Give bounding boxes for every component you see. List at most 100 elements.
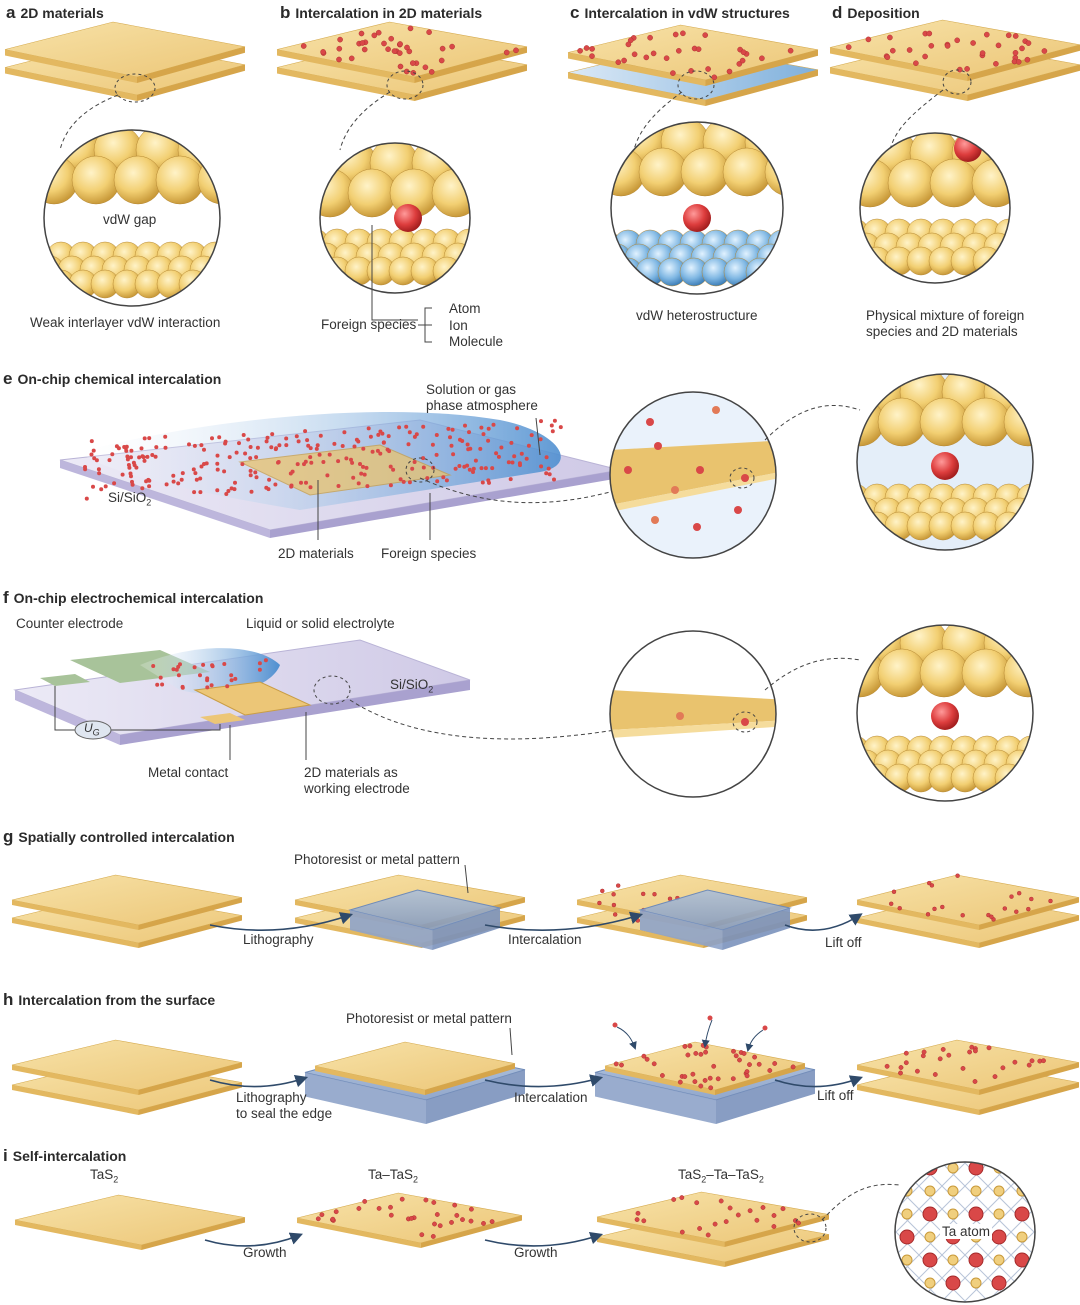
bottom-atom bbox=[267, 242, 295, 270]
b-intercalant-dot bbox=[336, 56, 342, 63]
g4-top-edge bbox=[857, 900, 980, 930]
top-atom bbox=[638, 147, 688, 197]
lithography-label-h-1: Lithography bbox=[236, 1090, 307, 1105]
c-intercalant-dot bbox=[672, 31, 679, 38]
e-foreign-dot bbox=[276, 460, 281, 464]
g4-bottom-edge bbox=[857, 918, 980, 948]
i2-dot bbox=[431, 1200, 437, 1205]
e-foreign-dot bbox=[91, 448, 96, 453]
e-foreign-dot bbox=[171, 479, 176, 484]
e-foreign-dot bbox=[308, 455, 313, 460]
d-sheet-top-edge bbox=[830, 47, 968, 81]
g3-bottom-edge bbox=[577, 918, 704, 948]
f-ion-dot bbox=[201, 662, 206, 667]
e-zoom-dot bbox=[712, 406, 720, 414]
h4-dot bbox=[967, 1049, 972, 1055]
h3-dot bbox=[708, 1085, 714, 1091]
e-foreign-dot bbox=[515, 426, 520, 431]
e-foreign-dot bbox=[518, 463, 522, 468]
f-ion-dot bbox=[174, 667, 179, 672]
e-foreign-dot bbox=[327, 452, 332, 457]
e-foreign-dot bbox=[406, 442, 411, 447]
c-intercalant-dot bbox=[787, 47, 794, 54]
s-atom bbox=[901, 1208, 913, 1220]
e-foreign-dot bbox=[233, 480, 237, 485]
bottom-atom bbox=[46, 269, 76, 299]
c-intercalant-dot bbox=[711, 74, 718, 81]
c-intercalant-dot bbox=[705, 66, 711, 72]
bottom-atom bbox=[767, 257, 783, 287]
i2-dot bbox=[376, 1206, 382, 1211]
c-sheet-blue-edge2 bbox=[705, 69, 818, 106]
e-foreign-dot bbox=[248, 468, 253, 473]
g3-pattern-side2 bbox=[722, 908, 790, 950]
f-ion-dot bbox=[160, 682, 165, 687]
e-foreign-dot bbox=[481, 432, 486, 437]
top-atom bbox=[1036, 129, 1080, 177]
h3-dot bbox=[747, 1062, 752, 1068]
e-foreign-dot bbox=[127, 465, 132, 470]
e-foreign-dot bbox=[237, 441, 241, 446]
growth-label-1: Growth bbox=[243, 1245, 287, 1260]
h2-pattern-side bbox=[305, 1072, 426, 1124]
e-foreign-dot bbox=[264, 439, 269, 444]
bottom-atom bbox=[499, 257, 527, 285]
panel-c-caption: vdW heterostructure bbox=[636, 308, 758, 323]
e-foreign-dot bbox=[410, 466, 415, 471]
e-foreign-dot bbox=[303, 429, 308, 434]
zoom-bottom-atom bbox=[1016, 763, 1033, 793]
g-arrow-3 bbox=[784, 913, 863, 931]
f-ion-dot bbox=[209, 683, 214, 688]
d-deposited-dot bbox=[884, 54, 891, 61]
top-atom bbox=[197, 155, 220, 205]
h1-top-edge2 bbox=[138, 1062, 242, 1095]
g3-dot bbox=[611, 892, 616, 897]
h3-dot bbox=[698, 1051, 704, 1057]
e-foreign-dot bbox=[453, 466, 458, 471]
ta-tas2-label: Ta–TaS2 bbox=[368, 1167, 419, 1185]
bottom-atom bbox=[311, 270, 339, 298]
c-sheet-blue-edge bbox=[568, 72, 706, 106]
s-atom bbox=[993, 1254, 1005, 1266]
f-ion-dot bbox=[192, 665, 197, 670]
g1-top-edge2 bbox=[138, 897, 242, 930]
bottom-atom bbox=[245, 242, 273, 270]
e-foreign-dot bbox=[137, 455, 142, 460]
zoom-bottom-atom bbox=[857, 511, 870, 541]
i3-dot bbox=[760, 1205, 766, 1210]
lattice-bond bbox=[895, 1162, 944, 1302]
e-foreign-dot bbox=[315, 443, 320, 448]
e-foreign-dot bbox=[431, 465, 436, 470]
zoom-bottom-atom bbox=[1016, 511, 1033, 541]
top-atom bbox=[262, 126, 310, 174]
i3-dot bbox=[671, 1197, 677, 1202]
f-ion-dot bbox=[229, 678, 234, 683]
lattice-bond bbox=[1032, 1162, 1035, 1302]
lattice-bond bbox=[895, 1162, 990, 1302]
ta-atom bbox=[899, 1229, 915, 1245]
lithography-label-h-2: to seal the edge bbox=[236, 1106, 333, 1121]
f-ion-dot bbox=[198, 673, 202, 678]
e-foreign-dot bbox=[223, 441, 228, 446]
f-ion-dot bbox=[263, 658, 268, 663]
e-foreign-dot bbox=[215, 467, 220, 472]
c-intercalant-dot bbox=[695, 46, 702, 53]
e-foreign-dot bbox=[132, 463, 137, 468]
i3-dot bbox=[697, 1226, 702, 1231]
h4-dot bbox=[1029, 1058, 1035, 1064]
b-intercalant-dot bbox=[348, 55, 355, 62]
bottom-atom bbox=[44, 269, 54, 299]
c-intercalant-dot bbox=[647, 34, 653, 41]
e-foreign-dot bbox=[83, 465, 87, 469]
ta-atom bbox=[991, 1229, 1007, 1245]
e-foreign-dot bbox=[254, 455, 259, 460]
e-foreign-dot bbox=[270, 432, 275, 437]
bottom-atom bbox=[465, 242, 470, 272]
e-foreign-dot bbox=[351, 475, 356, 480]
e-foreign-dot bbox=[305, 438, 310, 443]
e-foreign-dot bbox=[376, 432, 381, 437]
e-foreign-dot bbox=[191, 467, 196, 472]
zoom-top-atom bbox=[1046, 398, 1080, 446]
